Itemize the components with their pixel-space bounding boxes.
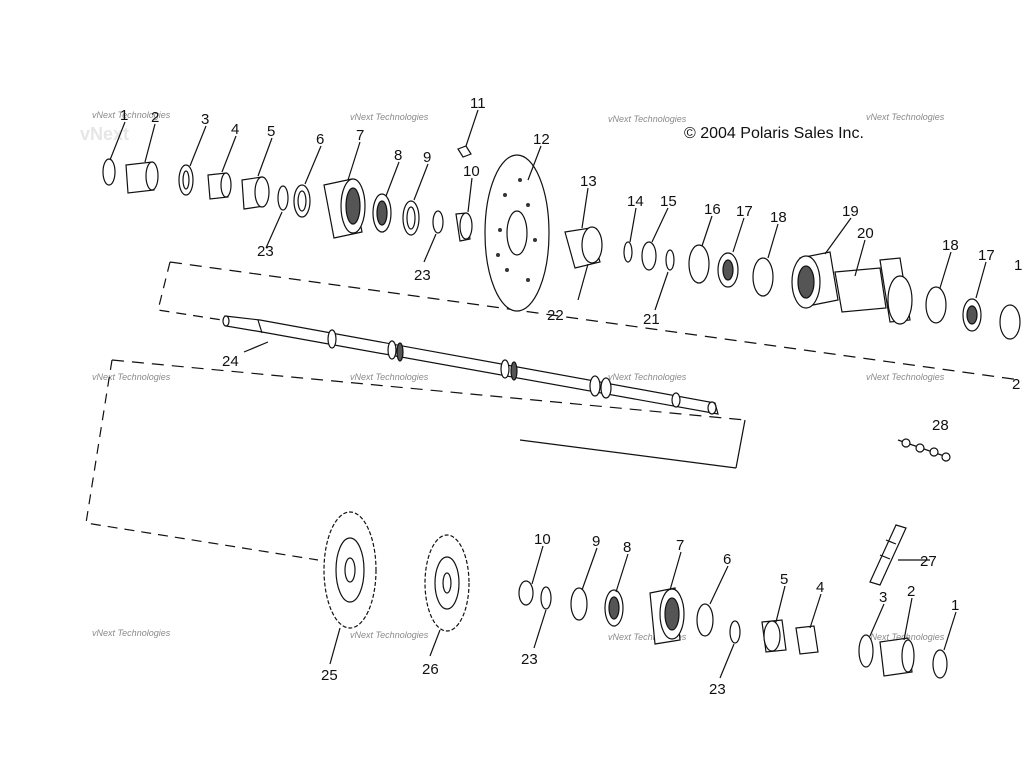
callout-number: 5 — [780, 571, 788, 588]
callout-number: 7 — [676, 537, 684, 554]
callout-number: 17 — [978, 247, 995, 264]
callout-number: 8 — [623, 539, 631, 556]
watermark-text: vNext Technologies — [350, 630, 429, 640]
callout-labels: 1 2 3 4 5 6 7 8 9 10 11 12 13 14 15 16 1… — [120, 95, 1022, 698]
callout-number: 16 — [704, 201, 721, 218]
hardware-28 — [897, 438, 951, 462]
callout-number: 23 — [257, 243, 274, 260]
callout-number: 2 — [1012, 376, 1020, 393]
callout-leaders — [109, 109, 987, 679]
callout-number: 1 — [1014, 257, 1022, 274]
watermark-text: vNext Technologies — [608, 372, 687, 382]
callout-number: 24 — [222, 353, 239, 370]
callout-number: 17 — [736, 203, 753, 220]
watermark-text: vNext Technologies — [92, 628, 171, 638]
callout-number: 23 — [521, 651, 538, 668]
watermark-text: vNext Technologies — [866, 632, 945, 642]
callout-number: 5 — [267, 123, 275, 140]
callout-number: 28 — [932, 417, 949, 434]
callout-number: 7 — [356, 127, 364, 144]
callout-number: 15 — [660, 193, 677, 210]
watermark-text: vNext Technologies — [608, 632, 687, 642]
callout-number: 23 — [414, 267, 431, 284]
callout-number: 13 — [580, 173, 597, 190]
copyright-text: © 2004 Polaris Sales Inc. — [684, 125, 864, 142]
callout-number: 14 — [627, 193, 644, 210]
callout-number: 3 — [201, 111, 209, 128]
callout-number: 10 — [463, 163, 480, 180]
callout-number: 21 — [643, 311, 660, 328]
watermark-text: vNext Technologies — [866, 372, 945, 382]
callout-number: 23 — [709, 681, 726, 698]
watermark-text: vNext Technologies — [92, 372, 171, 382]
watermark-text: vNext Technologies — [350, 372, 429, 382]
part-27 — [869, 524, 907, 586]
callout-number: 1 — [120, 107, 128, 124]
watermark-text: vNext Technologies — [92, 110, 171, 120]
callout-number: 19 — [842, 203, 859, 220]
main-shaft — [222, 315, 719, 415]
callout-number: 2 — [151, 109, 159, 126]
callout-number: 4 — [816, 579, 824, 596]
callout-number: 25 — [321, 667, 338, 684]
callout-number: 8 — [394, 147, 402, 164]
lower-parts — [323, 511, 948, 679]
callout-number: 18 — [942, 237, 959, 254]
callout-number: 4 — [231, 121, 239, 138]
watermark-text: vNext Technologies — [350, 112, 429, 122]
callout-number: 6 — [723, 551, 731, 568]
callout-number: 20 — [857, 225, 874, 242]
upper-parts — [102, 145, 1021, 340]
callout-number: 9 — [592, 533, 600, 550]
callout-number: 1 — [951, 597, 959, 614]
callout-number: 3 — [879, 589, 887, 606]
callout-number: 18 — [770, 209, 787, 226]
callout-number: 22 — [547, 307, 564, 324]
callout-number: 26 — [422, 661, 439, 678]
callout-number: 27 — [920, 553, 937, 570]
callout-number: 10 — [534, 531, 551, 548]
callout-number: 9 — [423, 149, 431, 166]
dashed-leaders — [85, 261, 1021, 561]
watermarks: vNext vNext Technologies vNext Technolog… — [80, 110, 945, 642]
watermark-large: vNext — [80, 124, 129, 144]
watermark-text: vNext Technologies — [608, 114, 687, 124]
watermark-text: vNext Technologies — [866, 112, 945, 122]
callout-number: 11 — [470, 95, 486, 112]
callout-number: 2 — [907, 583, 915, 600]
callout-number: 12 — [533, 131, 550, 148]
callout-number: 6 — [316, 131, 324, 148]
